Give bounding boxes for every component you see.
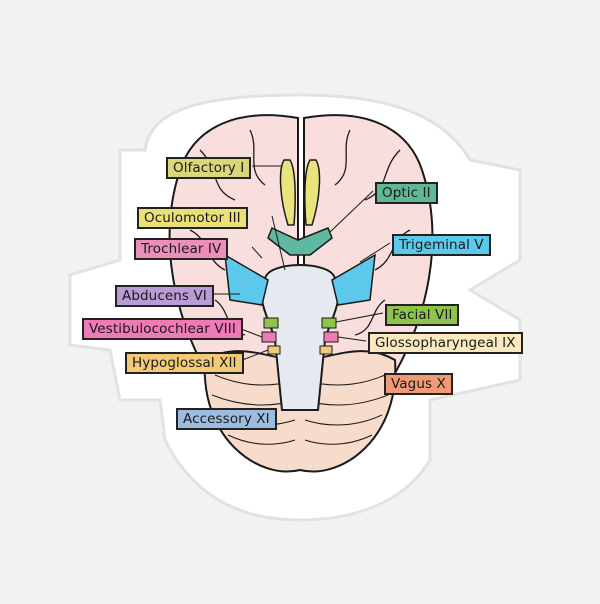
- label-vestibulocochlear: Vestibulocochlear VIII: [82, 318, 243, 340]
- label-trochlear: Trochlear IV: [134, 238, 229, 260]
- trigeminal-right: [331, 253, 376, 306]
- label-vagus: Vagus X: [384, 373, 453, 395]
- olfactory-bulb-right: [304, 159, 321, 226]
- olfactory-bulb-left: [279, 159, 296, 226]
- vestibulocochlear-left: [261, 331, 277, 343]
- label-glossopharyngeal: Glossopharyngeal IX: [368, 332, 523, 354]
- brainstem: [260, 264, 340, 411]
- label-abducens: Abducens VI: [115, 285, 214, 307]
- label-trigeminal: Trigeminal V: [392, 234, 491, 256]
- hypoglossal-right: [319, 345, 333, 355]
- trigeminal-left: [224, 253, 269, 306]
- label-facial: Facial VII: [385, 304, 460, 326]
- leader-lines: [210, 165, 391, 362]
- label-accessory: Accessory XI: [176, 408, 277, 430]
- hypoglossal-left: [267, 345, 281, 355]
- label-olfactory: Olfactory I: [166, 157, 252, 179]
- label-oculomotor: Oculomotor III: [137, 207, 248, 229]
- label-optic: Optic II: [375, 182, 438, 204]
- label-hypoglossal: Hypoglossal XII: [125, 352, 244, 374]
- vestibulocochlear-right: [323, 331, 339, 343]
- optic-chiasm: [267, 226, 333, 256]
- facial-right: [321, 317, 337, 329]
- facial-left: [263, 317, 279, 329]
